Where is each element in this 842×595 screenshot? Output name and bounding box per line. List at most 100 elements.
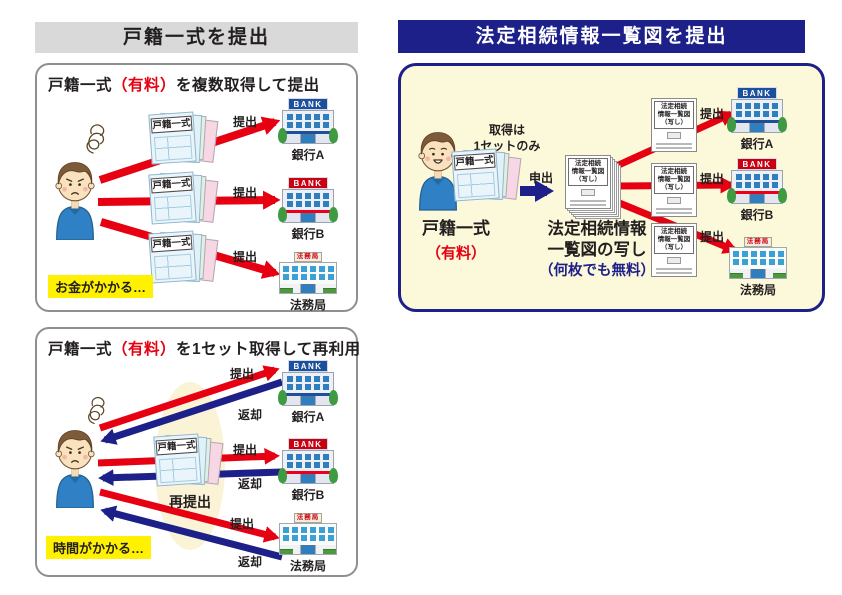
- bank-entrance: [278, 468, 338, 484]
- koseki-caption-text: 戸籍一式: [422, 219, 490, 238]
- houmu-door: [300, 284, 316, 293]
- bank-a-building: BANK 銀行A: [727, 87, 787, 152]
- houmu-body: [279, 523, 337, 545]
- submit-label: 提出: [230, 517, 255, 531]
- bank-entrance: [727, 188, 787, 204]
- front-paper: 戸籍一式: [153, 433, 202, 487]
- bank-windows: [736, 103, 778, 109]
- grass-icon: [730, 273, 743, 278]
- koseki-doc-stack: 戸籍一式: [451, 148, 522, 202]
- copy-doc-label-line: 法定相続: [575, 160, 601, 167]
- frustration-scribble-icon: [86, 124, 105, 154]
- worried-person-icon: [55, 430, 95, 508]
- doc-table-lines: [153, 194, 193, 222]
- koseki-doc-stack: 戸籍一式: [148, 230, 219, 284]
- bank-body: [731, 99, 783, 124]
- bush-icon: [329, 128, 338, 143]
- bank-b-building: BANK 銀行B: [278, 177, 338, 242]
- frustration-scribble-icon: [88, 396, 105, 425]
- bank-windows: [287, 376, 329, 382]
- houmu-entrance: [279, 545, 337, 555]
- copy-doc-label-line: 法定相続: [661, 228, 687, 235]
- houmu-building: 法務局 法務局: [279, 252, 337, 313]
- bank-windows: [736, 182, 778, 188]
- building-caption: 銀行A: [740, 137, 774, 151]
- doc-label: 戸籍一式: [453, 152, 496, 171]
- bank-b-building: BANK 銀行B: [727, 158, 787, 223]
- bank-sign: BANK: [288, 360, 328, 372]
- bush-icon: [778, 188, 787, 203]
- title-text: 戸籍一式: [48, 77, 113, 94]
- bank-sign: BANK: [737, 158, 777, 170]
- bush-icon: [727, 117, 736, 132]
- copy-doc-line: [656, 147, 692, 150]
- panel2-arrows: [97, 365, 284, 561]
- copy-caption-line1: 法定相続情報: [547, 220, 647, 238]
- bank-body: [282, 450, 334, 475]
- houmu-windows: [282, 266, 334, 272]
- building-caption: 法務局: [289, 298, 326, 312]
- bank-windows: [287, 193, 329, 199]
- submit-arrow: [99, 488, 280, 543]
- bush-icon: [329, 390, 338, 405]
- koseki-doc-stack: 戸籍一式: [153, 433, 224, 487]
- bush-icon: [278, 468, 287, 483]
- bush-icon: [329, 468, 338, 483]
- bank-windows: [287, 114, 329, 120]
- copy-doc-line: [656, 208, 692, 211]
- houmu-windows: [282, 535, 334, 541]
- building-caption: 銀行B: [291, 227, 325, 241]
- bank-body: [282, 372, 334, 397]
- return-arrow: [100, 505, 283, 561]
- bank-sign: BANK: [288, 98, 328, 110]
- bush-icon: [778, 117, 787, 132]
- copy-doc-line: [656, 212, 692, 215]
- bank-door: [300, 134, 316, 143]
- submit-label: 提出: [230, 367, 255, 381]
- submit-arrow: [98, 365, 280, 432]
- building-caption: 法務局: [739, 283, 776, 297]
- panel-multiple-copies: 戸籍一式（有料）を複数取得して提出 戸籍一式: [35, 63, 358, 312]
- resubmit-label: 再提出: [169, 494, 211, 510]
- submit-label: 提出: [233, 443, 258, 457]
- grass-icon: [323, 288, 336, 293]
- grass-icon: [280, 549, 293, 554]
- copy-doc-label-line: 法定相続: [661, 168, 687, 175]
- doc-table-lines: [153, 253, 193, 281]
- panel-reuse-one-set: 戸籍一式（有料）を1セット取得して再利用 戸: [35, 327, 361, 577]
- title-text: を1セット取得して再利用: [176, 341, 361, 358]
- copy-doc-stamp: [667, 132, 681, 140]
- bank-sign: BANK: [288, 177, 328, 189]
- bank-windows: [287, 384, 329, 390]
- doc-table-lines: [456, 171, 496, 199]
- doc-label: 戸籍一式: [155, 437, 198, 456]
- copy-doc-label-line: （写し）: [575, 176, 601, 184]
- bank-door: [300, 213, 316, 222]
- copy-doc-line: [656, 268, 692, 271]
- return-label: 返却: [238, 477, 263, 491]
- panel1-title: 戸籍一式（有料）を複数取得して提出: [48, 73, 320, 95]
- bank-windows: [287, 201, 329, 207]
- copy-doc-line: [656, 143, 692, 146]
- bank-door: [749, 123, 765, 132]
- front-paper: 戸籍一式: [148, 171, 197, 225]
- bank-a-building: BANK 銀行A: [278, 360, 338, 425]
- bank-entrance: [727, 117, 787, 133]
- grass-icon: [323, 549, 336, 554]
- bank-b-building: BANK 銀行B: [278, 438, 338, 503]
- copy-doc-label-line: 法定相続: [661, 103, 687, 110]
- bank-door: [300, 474, 316, 483]
- houmu-body: [729, 247, 787, 269]
- submit-label: 提出: [700, 230, 725, 244]
- building-caption: 銀行B: [740, 208, 774, 222]
- bank-body: [282, 110, 334, 135]
- bank-stripe: [732, 191, 782, 195]
- copy-doc-label-line: 情報一覧図: [657, 236, 691, 244]
- worried-person-icon: [55, 162, 95, 240]
- front-paper: 戸籍一式: [148, 230, 197, 284]
- houmu-sign: 法務局: [294, 252, 322, 262]
- bank-door: [749, 194, 765, 203]
- houmu-sign: 法務局: [294, 513, 322, 523]
- submit-label: 提出: [700, 172, 725, 186]
- copy-doc-label-line: 情報一覧図: [657, 176, 691, 184]
